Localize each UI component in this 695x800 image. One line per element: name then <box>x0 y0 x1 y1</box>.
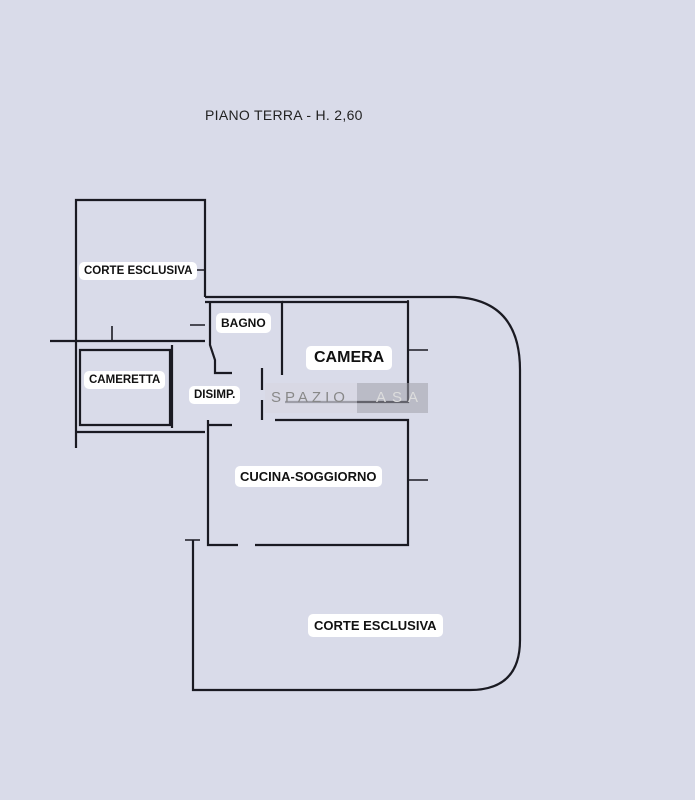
room-label-corte-esclusiva-top: CORTE ESCLUSIVA <box>79 262 198 280</box>
cameretta-walls <box>50 339 205 434</box>
watermark-left: SPAZIO <box>265 383 357 413</box>
room-label-cameretta: CAMERETTA <box>84 371 166 389</box>
room-label-camera: CAMERA <box>306 346 393 370</box>
corte-top-boundary <box>74 198 207 448</box>
room-label-disimpegno: DISIMP. <box>189 386 241 404</box>
cucina-walls <box>206 418 410 547</box>
plan-title: PIANO TERRA - H. 2,60 <box>205 107 363 123</box>
room-label-corte-esclusiva-bottom: CORTE ESCLUSIVA <box>308 614 443 637</box>
side-ticks <box>111 269 428 541</box>
room-label-cucina-soggiorno: CUCINA-SOGGIORNO <box>235 466 382 487</box>
corte-right-curve <box>191 295 522 692</box>
watermark-logo: SPAZIO ASA <box>265 383 428 413</box>
room-label-bagno: BAGNO <box>216 313 271 333</box>
watermark-right: ASA <box>357 383 428 413</box>
